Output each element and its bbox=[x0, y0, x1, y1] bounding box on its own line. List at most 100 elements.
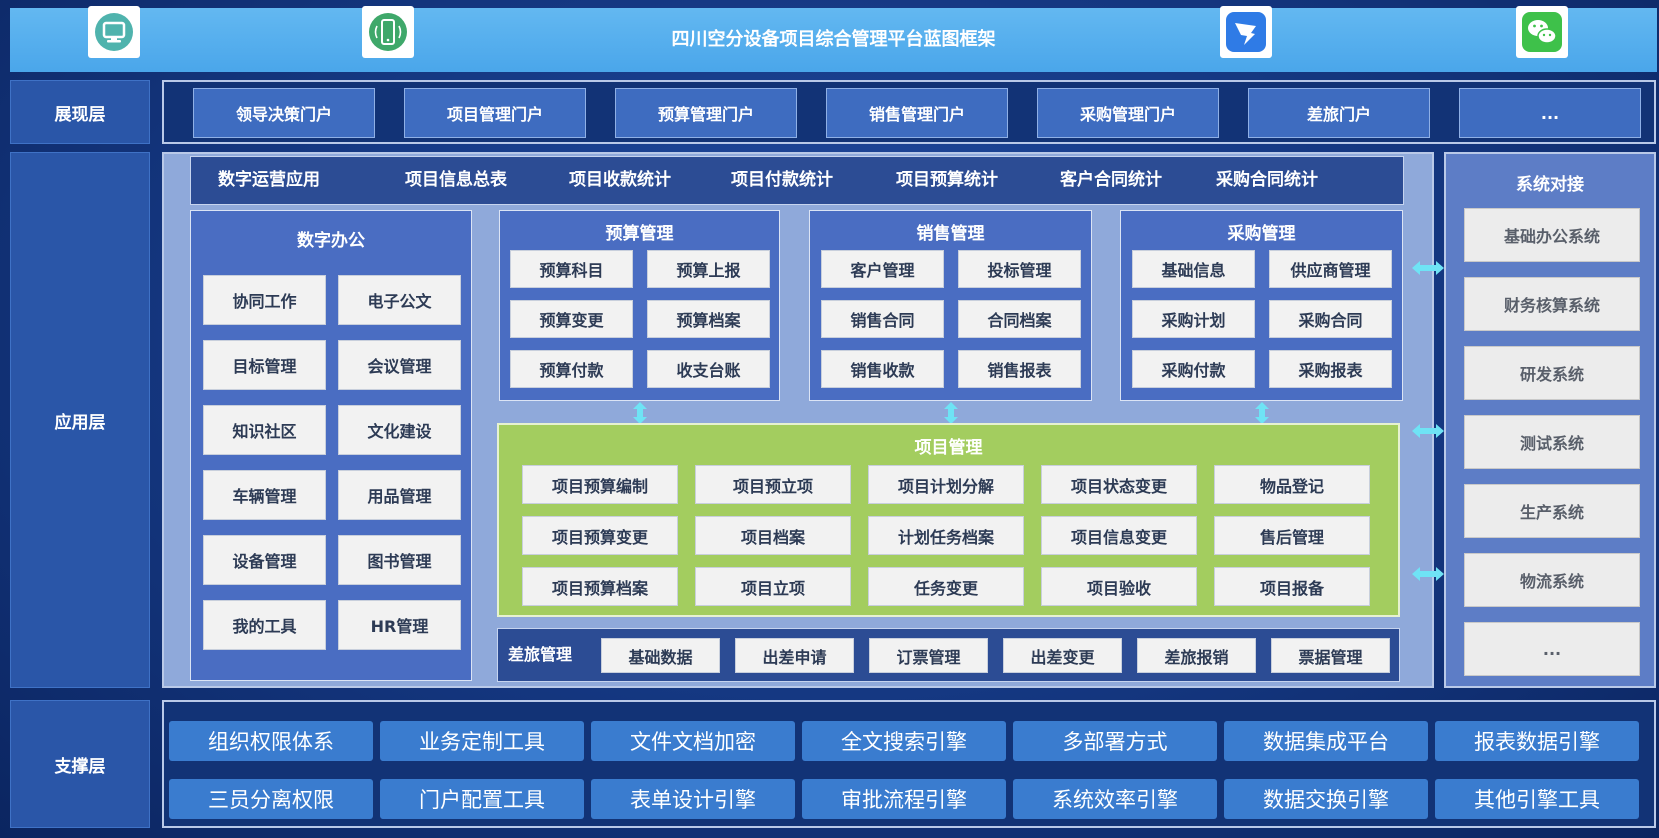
support-item: 数据集成平台 bbox=[1224, 721, 1428, 761]
budget-title: 预算管理 bbox=[605, 224, 674, 244]
connector-arrow-sys-3 bbox=[1412, 567, 1444, 581]
connector-arrow-sys-1 bbox=[1412, 261, 1444, 275]
sales-item: 销售合同 bbox=[821, 300, 944, 338]
office-title: 数字办公 bbox=[297, 231, 365, 251]
ops-item: 项目信息总表 bbox=[405, 170, 507, 190]
project-item: 任务变更 bbox=[868, 567, 1024, 606]
support-item: 门户配置工具 bbox=[380, 779, 584, 819]
ops-item: 客户合同统计 bbox=[1060, 170, 1162, 190]
ops-item: 项目付款统计 bbox=[731, 170, 833, 190]
budget-item: 预算上报 bbox=[647, 250, 770, 288]
ops-item: 项目收款统计 bbox=[569, 170, 671, 190]
support-item: 全文搜索引擎 bbox=[802, 721, 1006, 761]
office-item: 协同工作 bbox=[203, 275, 326, 325]
sales-item: 合同档案 bbox=[958, 300, 1081, 338]
support-item: 文件文档加密 bbox=[591, 721, 795, 761]
support-item: 三员分离权限 bbox=[169, 779, 373, 819]
project-item: 项目预算编制 bbox=[522, 465, 678, 504]
dingtalk-icon bbox=[1220, 6, 1272, 58]
budget-item: 预算付款 bbox=[510, 350, 633, 388]
travel-item: 订票管理 bbox=[869, 638, 988, 673]
travel-item: 基础数据 bbox=[601, 638, 720, 673]
office-item: 电子公文 bbox=[338, 275, 461, 325]
purchase-item: 采购报表 bbox=[1269, 350, 1392, 388]
support-item: 审批流程引擎 bbox=[802, 779, 1006, 819]
system-item: 基础办公系统 bbox=[1464, 208, 1640, 262]
support-item: 表单设计引擎 bbox=[591, 779, 795, 819]
sales-title: 销售管理 bbox=[916, 224, 985, 244]
system-item: 物流系统 bbox=[1464, 553, 1640, 607]
purchase-item: 供应商管理 bbox=[1269, 250, 1392, 288]
office-item: 会议管理 bbox=[338, 340, 461, 390]
portal-item: 差旅门户 bbox=[1248, 88, 1430, 138]
office-item: 我的工具 bbox=[203, 600, 326, 650]
support-item: 其他引擎工具 bbox=[1435, 779, 1639, 819]
portal-item: ... bbox=[1459, 88, 1641, 138]
connector-arrow-sys-2 bbox=[1412, 424, 1444, 438]
purchase-item: 采购计划 bbox=[1132, 300, 1255, 338]
travel-item: 出差申请 bbox=[735, 638, 854, 673]
sales-item: 投标管理 bbox=[958, 250, 1081, 288]
mobile-phone-icon bbox=[362, 6, 414, 58]
portal-item: 销售管理门户 bbox=[826, 88, 1008, 138]
project-item: 项目档案 bbox=[695, 516, 851, 555]
connector-arrow-purchase bbox=[1255, 402, 1269, 424]
layer-label-application: 应用层 bbox=[10, 152, 150, 688]
travel-title: 差旅管理 bbox=[508, 645, 573, 664]
support-item: 业务定制工具 bbox=[380, 721, 584, 761]
office-item: 车辆管理 bbox=[203, 470, 326, 520]
support-item: 数据交换引擎 bbox=[1224, 779, 1428, 819]
ops-title: 数字运营应用 bbox=[218, 170, 320, 190]
wechat-icon bbox=[1516, 6, 1568, 58]
portal-item: 领导决策门户 bbox=[193, 88, 375, 138]
purchase-title: 采购管理 bbox=[1227, 224, 1296, 244]
project-item: 项目信息变更 bbox=[1041, 516, 1197, 555]
system-item: 生产系统 bbox=[1464, 484, 1640, 538]
system-item: 财务核算系统 bbox=[1464, 277, 1640, 331]
layer-label-presentation: 展现层 bbox=[10, 80, 150, 144]
ops-item: 采购合同统计 bbox=[1216, 170, 1318, 190]
travel-item: 差旅报销 bbox=[1137, 638, 1256, 673]
portal-item: 项目管理门户 bbox=[404, 88, 586, 138]
system-item: ... bbox=[1464, 622, 1640, 676]
support-item: 系统效率引擎 bbox=[1013, 779, 1217, 819]
project-item: 项目预算变更 bbox=[522, 516, 678, 555]
purchase-item: 采购合同 bbox=[1269, 300, 1392, 338]
portal-item: 采购管理门户 bbox=[1037, 88, 1219, 138]
project-item: 计划任务档案 bbox=[868, 516, 1024, 555]
office-item: 文化建设 bbox=[338, 405, 461, 455]
purchase-item: 基础信息 bbox=[1132, 250, 1255, 288]
budget-item: 预算变更 bbox=[510, 300, 633, 338]
project-item: 项目预立项 bbox=[695, 465, 851, 504]
connector-arrow-budget bbox=[633, 402, 647, 424]
sales-item: 销售报表 bbox=[958, 350, 1081, 388]
budget-item: 预算科目 bbox=[510, 250, 633, 288]
budget-item: 预算档案 bbox=[647, 300, 770, 338]
budget-item: 收支台账 bbox=[647, 350, 770, 388]
support-item: 多部署方式 bbox=[1013, 721, 1217, 761]
support-item: 报表数据引擎 bbox=[1435, 721, 1639, 761]
system-item: 测试系统 bbox=[1464, 415, 1640, 469]
office-item: 用品管理 bbox=[338, 470, 461, 520]
office-item: HR管理 bbox=[338, 600, 461, 650]
project-item: 项目报备 bbox=[1214, 567, 1370, 606]
project-item: 项目立项 bbox=[695, 567, 851, 606]
system-integration-title: 系统对接 bbox=[1516, 175, 1584, 195]
support-item: 组织权限体系 bbox=[169, 721, 373, 761]
office-item: 知识社区 bbox=[203, 405, 326, 455]
layer-label-support: 支撑层 bbox=[10, 700, 150, 828]
sales-item: 销售收款 bbox=[821, 350, 944, 388]
office-item: 设备管理 bbox=[203, 535, 326, 585]
project-item: 项目预算档案 bbox=[522, 567, 678, 606]
monitor-icon bbox=[88, 6, 140, 58]
portal-item: 预算管理门户 bbox=[615, 88, 797, 138]
project-item: 项目验收 bbox=[1041, 567, 1197, 606]
ops-bar bbox=[190, 156, 1404, 205]
sales-item: 客户管理 bbox=[821, 250, 944, 288]
ops-item: 项目预算统计 bbox=[896, 170, 998, 190]
purchase-item: 采购付款 bbox=[1132, 350, 1255, 388]
project-title: 项目管理 bbox=[914, 438, 983, 458]
project-item: 物品登记 bbox=[1214, 465, 1370, 504]
system-item: 研发系统 bbox=[1464, 346, 1640, 400]
project-item: 项目计划分解 bbox=[868, 465, 1024, 504]
